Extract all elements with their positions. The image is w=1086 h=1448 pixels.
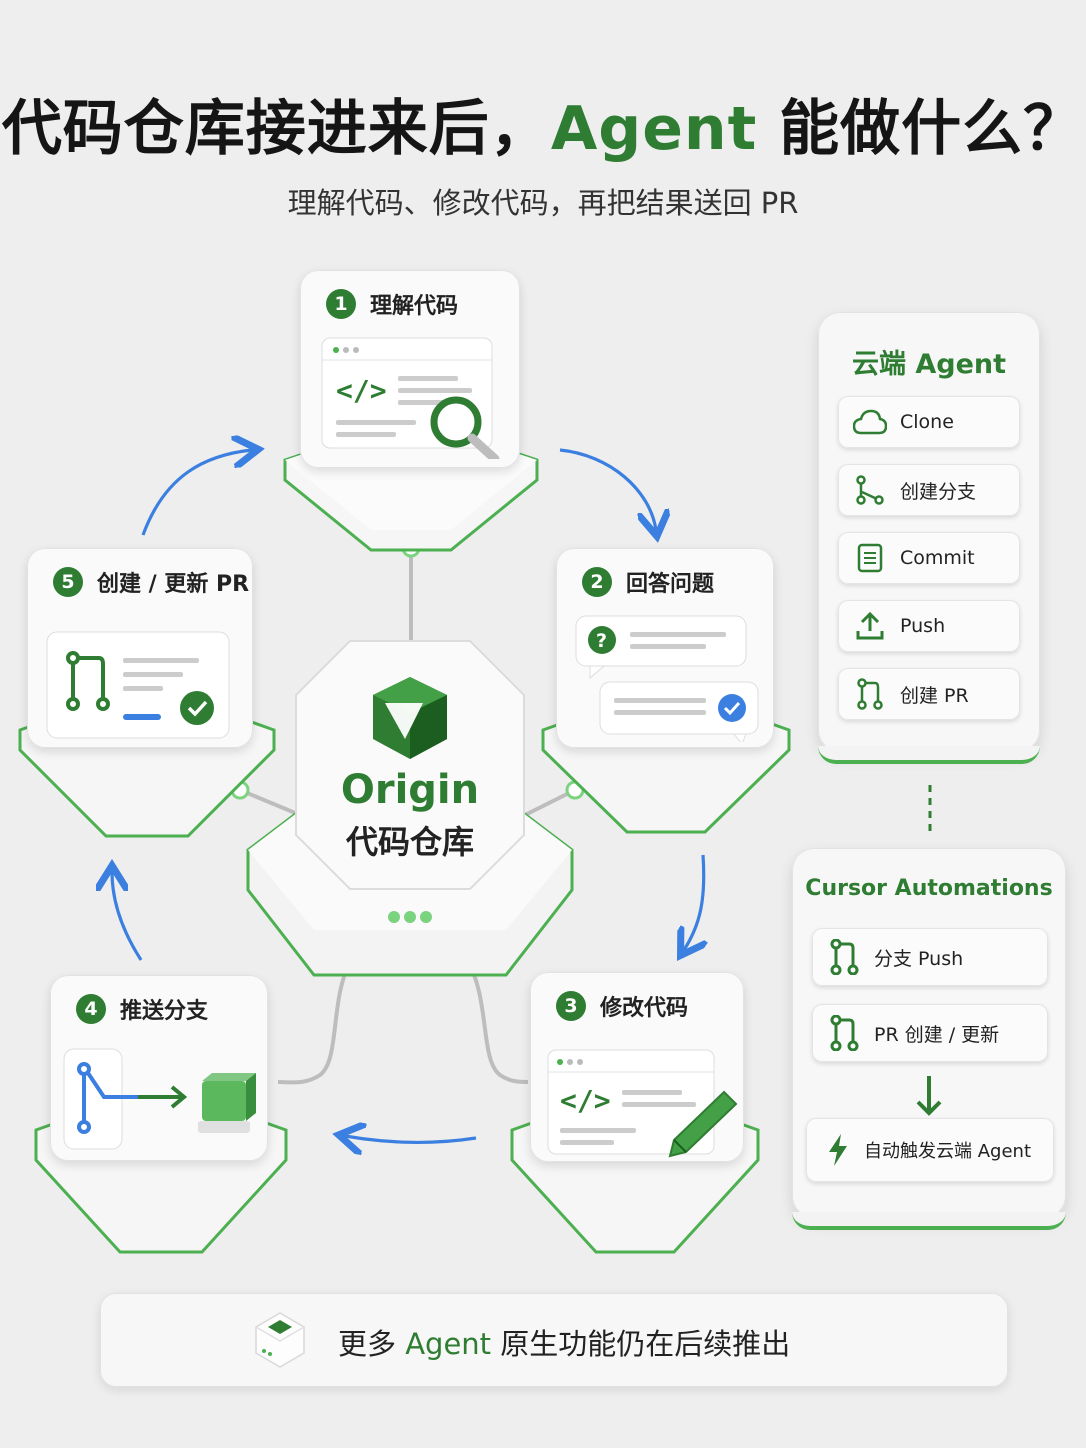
step-label: 回答问题 [626,572,715,597]
cloud-agent-panel-base [818,746,1040,764]
step-label: 理解代码 [370,294,459,319]
svg-text:?: ? [596,630,607,652]
title-highlight: Agent [550,94,758,164]
footer-banner: 更多 Agent 原生功能仍在后续推出 [100,1293,1008,1387]
step-number: 2 [582,567,612,597]
automations-title: Cursor Automations [805,876,1053,901]
cloud-agent-item-commit: Commit [838,532,1020,584]
arrow-5-to-1 [141,450,252,536]
code-edit-icon: </> [547,1049,738,1158]
arrow-3-to-4 [345,1136,477,1142]
step-number: 5 [53,567,83,597]
svg-text:</>: </> [336,374,387,407]
title-prefix: 代码仓库接进来后， [1,94,551,164]
cable-bottom-left [277,961,352,1085]
pull-request-panel-icon [46,631,230,739]
arrow-2-to-3 [684,854,704,950]
automations-panel-base [792,1212,1066,1230]
cable-left [239,788,301,817]
origin-name: Origin [340,767,480,813]
cloud-agent-title: 云端 Agent [851,349,1007,380]
pull-request-icon [826,939,862,975]
step-label: 推送分支 [120,999,209,1024]
push-branch-icon [63,1048,256,1150]
branch-icon [852,472,888,508]
automations-item-label: PR 创建 / 更新 [874,1023,1000,1046]
document-icon [852,540,888,576]
automations-item-label: 分支 Push [874,947,964,970]
cloud-agent-item-push: Push [838,600,1020,652]
arrow-down-icon [916,1076,942,1116]
cube-icon [255,1312,305,1368]
arrow-1-to-2 [559,448,656,530]
title-suffix: 能做什么？ [757,94,1085,164]
step-card-answer: 2 回答问题 ? [556,548,774,748]
step-number: 1 [326,289,356,319]
footer-prefix: 更多 [338,1327,406,1361]
pull-request-icon [852,676,888,712]
step-card-pr: 5 创建 / 更新 PR [27,548,253,748]
cloud-agent-panel: 云端 Agent Clone 创建分支 Commit Push 创建 PR [818,312,1040,764]
origin-repository: Origin 代码仓库 [290,635,530,895]
code-window-icon: </> [321,337,500,459]
upload-icon [852,608,888,644]
cloud-agent-item-label: 创建分支 [900,480,977,503]
lightning-icon [820,1132,856,1168]
step-card-understand: 1 理解代码 </> [300,270,520,468]
cloud-agent-item-clone: Clone [838,396,1020,448]
arrow-4-to-5 [112,872,143,961]
cloud-agent-item-label: 创建 PR [900,684,969,707]
automations-trigger: 自动触发云端 Agent [806,1118,1054,1182]
step-number: 3 [556,991,586,1021]
cloud-agent-item-label: Push [900,615,946,637]
pull-request-icon [826,1015,862,1051]
chat-bubbles-icon: ? [575,615,759,742]
cloud-agent-item-label: Commit [900,547,975,569]
cloud-agent-item-branch: 创建分支 [838,464,1020,516]
cloud-agent-item-create-pr: 创建 PR [838,668,1020,720]
step-card-push: 4 推送分支 [50,975,268,1161]
footer-highlight: Agent [405,1327,492,1361]
step-number: 4 [76,994,106,1024]
automations-item-branch-push: 分支 Push [812,928,1048,986]
cable-bottom-right [466,960,529,1084]
step-label: 创建 / 更新 PR [97,572,250,597]
automations-item-pr-update: PR 创建 / 更新 [812,1004,1048,1062]
automations-panel: Cursor Automations 分支 Push PR 创建 / 更新 自动… [792,848,1066,1230]
cloud-icon [852,404,888,440]
cloud-agent-item-label: Clone [900,411,954,433]
automations-trigger-label: 自动触发云端 Agent [864,1141,1032,1162]
footer-suffix: 原生功能仍在后续推出 [491,1327,791,1361]
page-subtitle: 理解代码、修改代码，再把结果送回 PR [287,186,799,220]
footer-text: 更多 Agent 原生功能仍在后续推出 [338,1321,790,1363]
origin-logo-icon [373,677,447,759]
svg-text:</>: </> [560,1084,611,1117]
step-card-modify: 3 修改代码 </> [530,972,744,1162]
page-title: 代码仓库接进来后，Agent 能做什么？ [0,80,1086,167]
origin-label: 代码仓库 [345,823,474,861]
step-label: 修改代码 [600,996,689,1021]
